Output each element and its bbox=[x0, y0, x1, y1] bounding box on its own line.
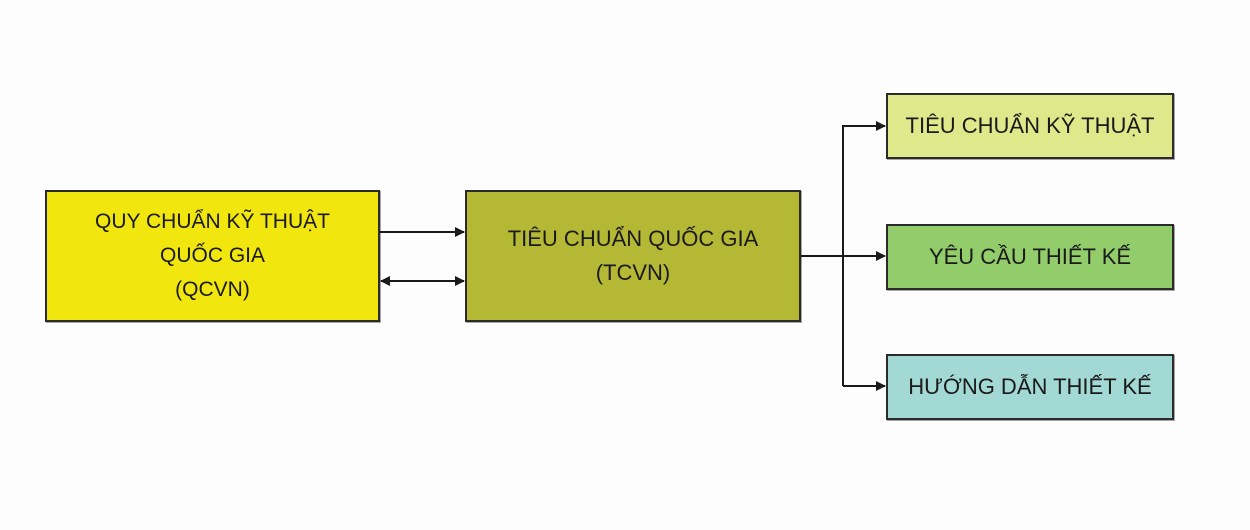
box-yeu-cau-thiet-ke: YÊU CẦU THIẾT KẾ bbox=[886, 224, 1174, 290]
box-huong-dan-thiet-ke: HƯỚNG DẪN THIẾT KẾ bbox=[886, 354, 1174, 420]
box-tcvn-line-2: (TCVN) bbox=[595, 260, 671, 285]
box-qcvn-line-2: QUỐC GIA bbox=[159, 244, 265, 267]
box-tieu-chuan-quoc-gia: TIÊU CHUẨN QUỐC GIA (TCVN) bbox=[465, 190, 801, 322]
box-hdtk-label: HƯỚNG DẪN THIẾT KẾ bbox=[908, 374, 1152, 399]
box-ktkt-label: TIÊU CHUẨN KỸ THUẬT bbox=[905, 113, 1155, 138]
box-quy-chuan-ky-thuat-quoc-gia: QUY CHUẨN KỸ THUẬT QUỐC GIA (QCVN) bbox=[45, 190, 380, 322]
box-yctk-label: YÊU CẦU THIẾT KẾ bbox=[928, 244, 1132, 269]
box-qcvn-line-1: QUY CHUẨN KỸ THUẬT bbox=[95, 210, 330, 233]
box-tcvn-line-1: TIÊU CHUẨN QUỐC GIA bbox=[507, 226, 759, 251]
box-qcvn-line-3: (QCVN) bbox=[175, 278, 250, 301]
box-tieu-chuan-ky-thuat: TIÊU CHUẨN KỸ THUẬT bbox=[886, 93, 1174, 159]
